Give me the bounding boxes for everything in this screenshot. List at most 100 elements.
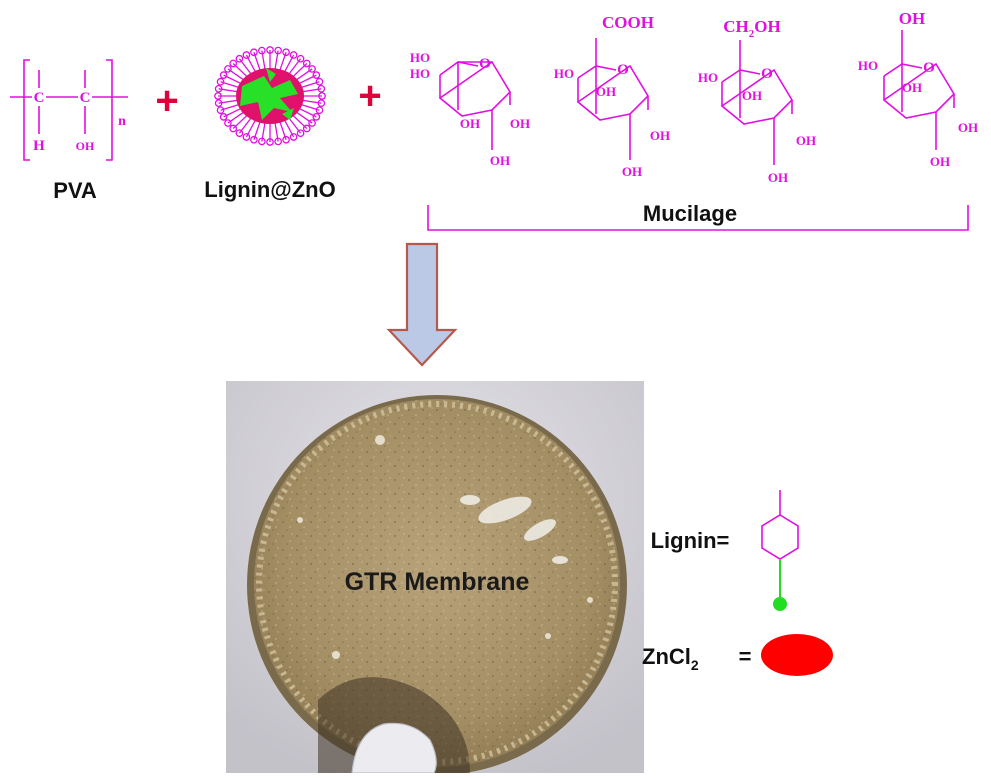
sugar2-ring-oxygen: O <box>617 62 629 78</box>
sugar3-oh-bottom: OH <box>768 170 788 185</box>
ligand-head <box>282 48 290 57</box>
sugar4-ho-left: HO <box>858 58 878 73</box>
sugar4-oh-inner: OH <box>902 80 922 95</box>
ligand-head <box>214 99 223 108</box>
ligand-head <box>219 71 228 79</box>
ligand-head <box>289 133 298 141</box>
pva-subscript-n: n <box>118 114 126 129</box>
membrane-texture <box>254 399 620 767</box>
ligand-head <box>296 129 305 138</box>
ligand-head <box>312 113 321 121</box>
legend-lignin-label: Lignin= <box>651 528 730 553</box>
mucilage-rings <box>438 30 956 165</box>
ligand-head <box>224 65 232 73</box>
pva-atom-h: H <box>33 138 45 154</box>
ligand-head <box>250 135 258 144</box>
ligand-head <box>308 65 316 73</box>
ligand-head <box>266 46 274 54</box>
ligand-head <box>317 84 326 93</box>
ligand-head <box>216 77 225 86</box>
sugar1-ho-top: HO <box>410 50 430 65</box>
sugar4-top-hydroxyl: OH <box>899 9 925 28</box>
lignin-anchor-dot <box>773 597 787 611</box>
ligand-head <box>235 129 244 138</box>
ligand-head <box>224 119 232 127</box>
ligand-head <box>219 113 228 121</box>
ligand-head <box>250 48 258 57</box>
ligand-head <box>315 77 324 86</box>
plus-sign-2: + <box>358 74 381 118</box>
sugar2-carboxyl: COOH <box>602 13 654 32</box>
legend-zncl2-label: ZnCl2 <box>642 644 699 673</box>
legend-lignin-symbol <box>761 490 799 611</box>
pva-atom-c2: C <box>80 90 91 106</box>
ligand-head <box>258 137 266 146</box>
ligand-head <box>282 135 290 144</box>
ligand-head <box>214 84 223 93</box>
zncl2-symbol <box>761 634 833 676</box>
ligand-head <box>315 106 324 115</box>
lignin-hexagon <box>761 514 799 560</box>
sugar-ring-2 <box>576 38 650 160</box>
mucilage-bracket <box>427 205 969 231</box>
pva-structure <box>10 59 128 161</box>
sugar1-ho-left: HO <box>410 66 430 81</box>
pva-left-bracket <box>23 59 30 161</box>
pva-hydroxyl: OH <box>76 139 95 153</box>
mucilage-label: Mucilage <box>643 201 737 226</box>
ligand-head <box>318 92 326 100</box>
pva-right-bracket <box>106 59 113 161</box>
sugar2-ho-left: HO <box>554 66 574 81</box>
pva-atom-c1: C <box>34 90 45 106</box>
sugar3-oh-right: OH <box>796 133 816 148</box>
sugar3-ring-oxygen: O <box>761 66 773 82</box>
ligand-head <box>242 51 251 59</box>
sugar3-hydroxymethyl: CH2OH <box>723 17 780 40</box>
sugar1-oh-right: OH <box>510 116 530 131</box>
sugar2-oh-bottom: OH <box>622 164 642 179</box>
ligand-head <box>274 46 282 55</box>
ligand-head <box>317 99 326 108</box>
ligand-head <box>242 133 251 141</box>
ligand-head <box>235 54 244 63</box>
ligand-head <box>308 119 316 127</box>
ligand-head <box>214 92 222 100</box>
lignin-zno-label: Lignin@ZnO <box>204 177 335 202</box>
sugar-ring-3 <box>720 40 794 165</box>
sugar-ring-4 <box>882 30 956 150</box>
sugar1-oh-bottom: OH <box>490 153 510 168</box>
membrane-photo: GTR Membrane <box>226 381 644 773</box>
sugar1-oh-inner: OH <box>460 116 480 131</box>
membrane-bubbles <box>297 435 593 659</box>
ligand-head <box>302 124 311 133</box>
sugar-ring-1 <box>438 60 512 150</box>
sugar2-oh-inner: OH <box>596 84 616 99</box>
reaction-arrow <box>386 242 458 367</box>
ligand-head <box>216 106 225 115</box>
ligand-head <box>229 124 238 133</box>
lignin-zno-nanoparticle <box>214 46 326 146</box>
sugar2-oh-right: OH <box>650 128 670 143</box>
ligand-head <box>312 71 321 79</box>
ligand-head <box>229 59 238 68</box>
nanoparticle-lignin-domains <box>240 68 298 120</box>
ligand-head <box>296 54 305 63</box>
ligand-head <box>302 59 311 68</box>
sugar4-oh-bottom: OH <box>930 154 950 169</box>
sugar4-ring-oxygen: O <box>923 60 935 76</box>
plus-sign-1: + <box>155 79 178 123</box>
membrane-glare <box>460 495 568 564</box>
ligand-head <box>258 46 266 55</box>
pva-label: PVA <box>53 178 97 203</box>
ligand-head <box>266 138 274 146</box>
sugar3-ho-left: HO <box>698 70 718 85</box>
sugar3-oh-inner: OH <box>742 88 762 103</box>
glove-thumb <box>351 722 437 773</box>
sugar4-oh-right: OH <box>958 120 978 135</box>
legend-zncl2-equals: = <box>739 644 752 669</box>
photo-caption: GTR Membrane <box>345 568 530 596</box>
ligand-head <box>289 51 298 59</box>
sugar1-ring-oxygen: O <box>479 56 491 72</box>
ligand-head <box>274 137 282 146</box>
